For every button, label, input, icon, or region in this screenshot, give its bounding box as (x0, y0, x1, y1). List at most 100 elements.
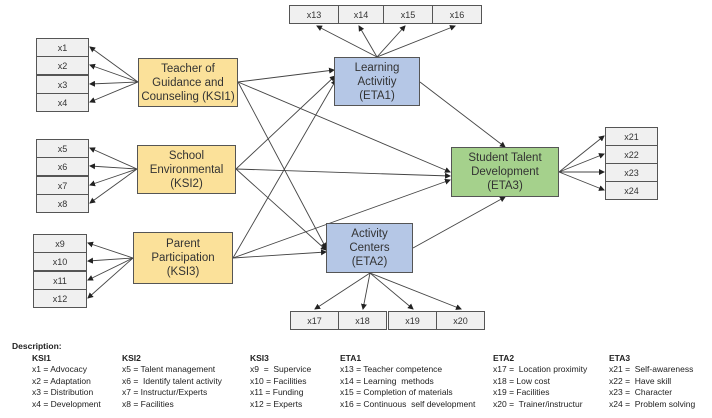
indicator-x2: x2 (36, 56, 89, 75)
path-arrow-eta1-to-eta3 (419, 81, 506, 148)
desc-item: x8 = Facilities (122, 398, 174, 409)
latent-ksi1: Teacher of Guidance and Counseling (KSI1… (138, 58, 238, 107)
loading-arrow-x13 (316, 25, 378, 58)
indicator-x18: x18 (338, 311, 387, 330)
indicator-x23: x23 (605, 163, 658, 182)
loading-arrow-x2 (89, 63, 139, 83)
indicator-x16: x16 (432, 5, 482, 24)
indicator-x17: x17 (290, 311, 339, 330)
desc-item: x21 = Self-awareness (609, 364, 694, 374)
path-arrow-ksi1-to-eta2 (237, 81, 327, 249)
desc-item: x9 = Supervice (250, 364, 312, 374)
description-title: Description: (12, 341, 62, 351)
desc-group-heading: ETA2 (493, 353, 515, 363)
loading-arrow-x18 (361, 272, 371, 310)
desc-item: x22 = Have skill (609, 375, 672, 386)
indicator-x24: x24 (605, 181, 658, 200)
desc-item: x15 = Completion of materials (340, 387, 453, 397)
indicator-x7: x7 (36, 176, 89, 195)
desc-item: x16 = Continuous self development (340, 398, 476, 409)
loading-arrow-x24 (558, 171, 605, 191)
loading-arrow-x9 (87, 241, 134, 259)
path-arrow-ksi2-to-eta3 (235, 168, 451, 179)
latent-eta3: Student Talent Development (ETA3) (451, 147, 559, 197)
desc-group-heading: KSI2 (122, 353, 141, 363)
indicator-x15: x15 (383, 5, 433, 24)
desc-item: x2 = Adaptation (32, 375, 91, 386)
indicator-x3: x3 (36, 75, 89, 94)
desc-item: x24 = Problem solving (609, 398, 696, 409)
latent-ksi3: Parent Participation (KSI3) (133, 232, 233, 284)
path-arrow-ksi3-to-eta1 (232, 79, 337, 259)
indicator-x22: x22 (605, 145, 658, 164)
desc-item: x17 = Location proximity (493, 364, 588, 374)
path-arrow-ksi2-to-eta2 (235, 168, 327, 251)
desc-item: x20 = Trainer/instructur (493, 398, 583, 409)
indicator-x19: x19 (388, 311, 437, 330)
latent-eta1: Learning Activitiy (ETA1) (334, 57, 420, 106)
indicator-x9: x9 (33, 234, 87, 253)
desc-group-heading: ETA3 (609, 353, 631, 363)
desc-item: x5 = Talent management (122, 364, 216, 374)
loading-arrow-x11 (87, 257, 134, 281)
loading-arrow-x3 (89, 80, 139, 87)
indicator-x20: x20 (436, 311, 485, 330)
path-arrow-eta2-to-eta3 (412, 196, 506, 249)
indicator-x21: x21 (605, 127, 658, 146)
loading-arrow-x16 (376, 25, 456, 58)
desc-item: x11 = Funding (250, 387, 304, 397)
desc-item: x7 = Instructur/Experts (122, 387, 208, 397)
loading-arrow-x1 (89, 46, 139, 83)
path-arrow-ksi2-to-eta1 (235, 75, 336, 170)
loading-arrow-x15 (376, 25, 406, 58)
desc-item: x1 = Advocacy (32, 364, 88, 374)
latent-eta2: Activity Centers (ETA2) (326, 223, 413, 273)
loading-arrow-x5 (89, 147, 138, 170)
desc-group-eta3: ETA3 x21 = Self-awareness x22 = Have ski… (609, 353, 695, 410)
desc-item: x18 = Low cost (493, 375, 550, 386)
sem-path-diagram: Teacher of Guidance and Counseling (KSI1… (33, 5, 658, 330)
path-arrow-ksi3-to-eta2 (232, 249, 327, 259)
indicator-x11: x11 (33, 271, 87, 290)
indicator-x10: x10 (33, 252, 87, 271)
indicator-x6: x6 (36, 157, 89, 176)
loading-arrow-x19 (369, 272, 414, 310)
desc-item: x6 = Identify talent activity (122, 375, 222, 386)
desc-group-ksi1: KSI1 x1 = Advocacy x2 = Adaptation x3 = … (32, 353, 101, 410)
loading-arrow-x17 (314, 272, 371, 310)
path-arrow-ksi3-to-eta3 (232, 178, 451, 259)
desc-group-heading: KSI3 (250, 353, 269, 363)
indicator-x13: x13 (289, 5, 339, 24)
indicator-x12: x12 (33, 289, 87, 308)
loading-arrow-x22 (558, 153, 605, 173)
loading-arrow-x20 (369, 272, 462, 310)
path-arrow-ksi1-to-eta3 (237, 81, 451, 173)
loading-arrow-x21 (558, 135, 605, 173)
loading-arrow-x14 (358, 25, 378, 58)
indicator-x8: x8 (36, 194, 89, 213)
loading-arrow-x12 (87, 257, 134, 299)
latent-ksi2: School Environmental (KSI2) (137, 145, 236, 194)
desc-item: x4 = Development (32, 398, 101, 409)
loading-arrow-x10 (87, 257, 134, 264)
desc-group-heading: KSI1 (32, 353, 51, 363)
desc-item: x14 = Learning methods (340, 375, 434, 386)
path-arrows (87, 25, 605, 310)
path-arrow-ksi1-to-eta1 (237, 67, 335, 83)
desc-item: x10 = Facilities (250, 375, 307, 386)
description-legend: Description: KSI1 x1 = Advocacy x2 = Ada… (0, 338, 712, 418)
desc-group-ksi3: KSI3 x9 = Supervice x10 = Facilities x11… (250, 353, 311, 410)
indicator-x4: x4 (36, 93, 89, 112)
desc-item: x19 = Facilities (493, 387, 550, 397)
desc-item: x3 = Distribution (32, 387, 94, 397)
loading-arrow-x7 (89, 168, 138, 187)
desc-item: x13 = Teacher competence (340, 364, 443, 374)
desc-item: x12 = Experts (250, 398, 303, 409)
indicator-x14: x14 (338, 5, 384, 24)
desc-group-ksi2: KSI2 x5 = Talent management x6 = Identif… (122, 353, 222, 410)
indicator-x1: x1 (36, 38, 89, 57)
desc-group-eta1: ETA1 x13 = Teacher competence x14 = Lear… (340, 353, 475, 410)
desc-item: x23 = Character (609, 387, 673, 397)
desc-group-heading: ETA1 (340, 353, 362, 363)
loading-arrow-x4 (89, 81, 139, 103)
